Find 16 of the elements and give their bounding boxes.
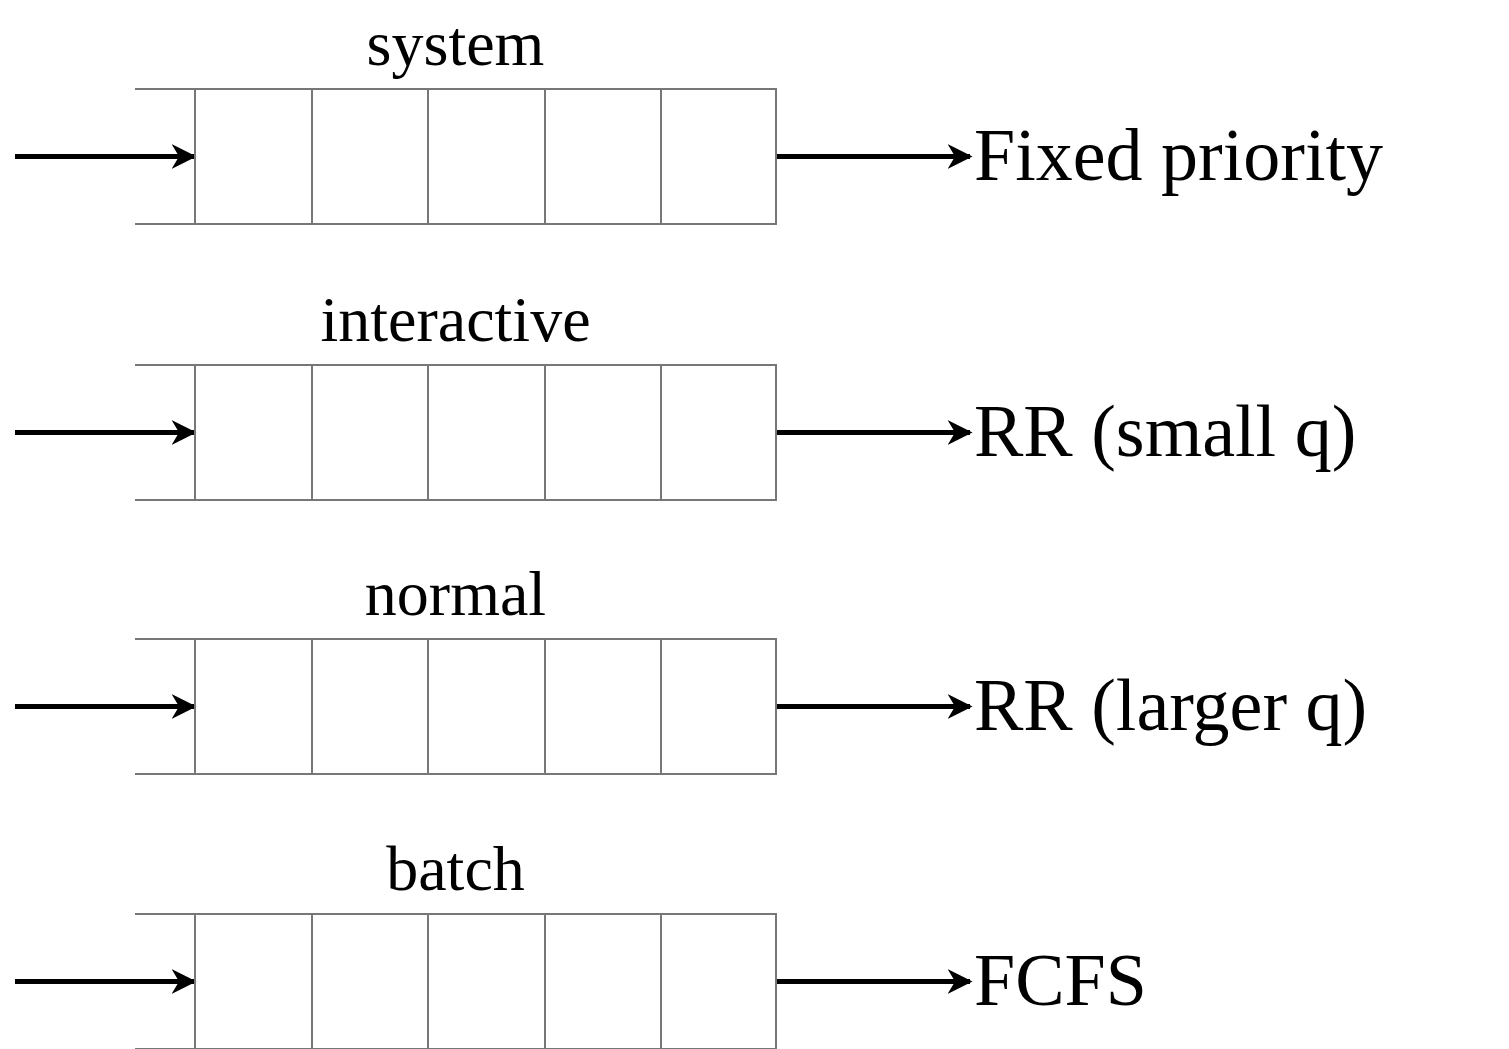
queue-heading: system bbox=[365, 7, 546, 81]
policy-label: RR (larger q) bbox=[970, 662, 1368, 747]
policy-label: FCFS bbox=[970, 937, 1147, 1022]
arrow bbox=[15, 694, 197, 719]
queue-heading: interactive bbox=[319, 283, 592, 357]
arrow bbox=[15, 969, 197, 994]
arrow bbox=[15, 420, 197, 445]
arrow bbox=[777, 144, 973, 169]
queue-heading: batch bbox=[385, 832, 526, 906]
policy-label: RR (small q) bbox=[970, 388, 1357, 473]
arrow bbox=[777, 969, 973, 994]
arrow bbox=[777, 420, 973, 445]
queue-heading: normal bbox=[363, 557, 548, 631]
policy-label: Fixed priority bbox=[970, 112, 1384, 197]
arrow bbox=[777, 694, 973, 719]
arrow bbox=[15, 144, 197, 169]
